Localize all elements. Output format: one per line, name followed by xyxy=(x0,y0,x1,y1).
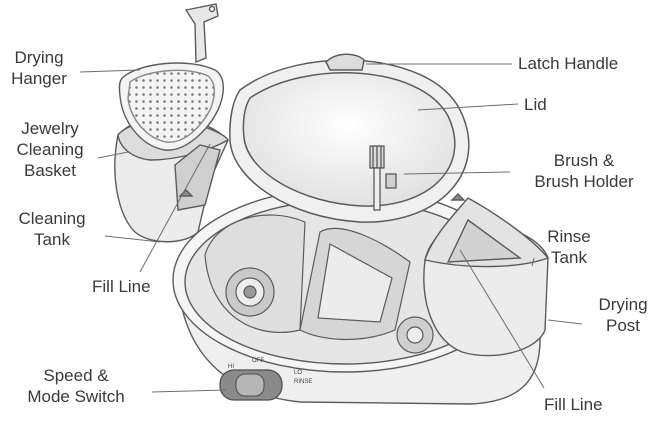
label-rinse-tank: Rinse Tank xyxy=(536,226,602,268)
label-cleaning-tank: Cleaning Tank xyxy=(0,208,104,250)
switch-mark-off: OFF xyxy=(252,358,264,364)
label-latch-handle: Latch Handle xyxy=(518,53,618,74)
lid xyxy=(230,54,469,222)
switch-mark-hi: HI xyxy=(228,364,234,370)
label-drying-hanger: Drying Hanger xyxy=(0,47,78,89)
label-drying-post: Drying Post xyxy=(588,294,658,336)
switch-mark-rinse: RINSE xyxy=(294,379,312,385)
label-fill-line-left: Fill Line xyxy=(92,276,151,297)
leader-drying-post xyxy=(548,320,582,324)
label-lid: Lid xyxy=(524,94,547,115)
switch-mark-lo: LO xyxy=(294,370,302,376)
label-fill-line-right: Fill Line xyxy=(544,394,603,415)
label-speed-mode-switch: Speed & Mode Switch xyxy=(0,365,152,407)
label-brush-holder: Brush & Brush Holder xyxy=(508,150,660,192)
label-jewelry-cleaning-basket: Jewelry Cleaning Basket xyxy=(0,118,100,181)
leader-speed-switch xyxy=(152,390,226,392)
